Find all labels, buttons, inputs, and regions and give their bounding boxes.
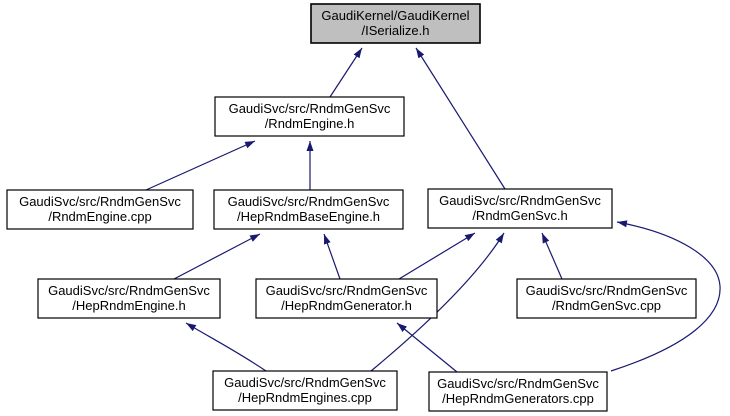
edge-heprndmgenerator-h-to-heprndmbaseengine-h <box>323 233 341 280</box>
node-heprndmengines-cpp[interactable]: GaudiSvc/src/RndmGenSvc/HepRndmEngines.c… <box>212 370 398 411</box>
node-label-rndmgensvc-cpp-line1: GaudiSvc/src/RndmGenSvc <box>526 283 688 298</box>
node-label-heprndmengine-h-line1: GaudiSvc/src/RndmGenSvc <box>48 283 210 298</box>
node-label-rndmgensvc-cpp-line2: /RndmGenSvc.cpp <box>552 298 661 313</box>
node-label-rndmengine-cpp-line1: GaudiSvc/src/RndmGenSvc <box>19 194 181 209</box>
node-label-heprndmgenerator-h-line1: GaudiSvc/src/RndmGenSvc <box>266 283 428 298</box>
node-box-rndmengine-cpp[interactable] <box>6 189 194 230</box>
edge-heprndmgenerators-cpp-to-heprndmgenerator-h <box>396 322 458 373</box>
edge-heprndmengine-h-to-heprndmbaseengine-h <box>173 233 261 280</box>
node-box-heprndmengines-cpp[interactable] <box>212 370 398 411</box>
node-label-iserialize-h-line1: GaudiKernel/GaudiKernel <box>321 8 469 23</box>
node-box-heprndmgenerator-h[interactable] <box>255 278 438 319</box>
node-label-rndmgensvc-h-line2: /RndmGenSvc.h <box>472 208 567 223</box>
node-iserialize-h[interactable]: GaudiKernel/GaudiKernel/ISerialize.h <box>310 3 481 44</box>
node-rndmengine-cpp[interactable]: GaudiSvc/src/RndmGenSvc/RndmEngine.cpp <box>6 189 194 230</box>
node-box-heprndmgenerators-cpp[interactable] <box>428 371 608 412</box>
node-label-iserialize-h-line2: /ISerialize.h <box>362 23 430 38</box>
node-box-iserialize-h[interactable] <box>310 3 481 44</box>
node-heprndmgenerator-h[interactable]: GaudiSvc/src/RndmGenSvc/HepRndmGenerator… <box>255 278 438 319</box>
node-box-rndmgensvc-cpp[interactable] <box>516 278 697 319</box>
edge-heprndmengines-cpp-to-heprndmengine-h <box>185 322 267 372</box>
node-label-heprndmgenerators-cpp-line2: /HepRndmGenerators.cpp <box>442 391 594 406</box>
node-rndmgensvc-h[interactable]: GaudiSvc/src/RndmGenSvc/RndmGenSvc.h <box>427 188 613 229</box>
node-label-heprndmengines-cpp-line1: GaudiSvc/src/RndmGenSvc <box>224 375 386 390</box>
node-label-heprndmengine-h-line2: /HepRndmEngine.h <box>72 298 185 313</box>
node-rndmgensvc-cpp[interactable]: GaudiSvc/src/RndmGenSvc/RndmGenSvc.cpp <box>516 278 697 319</box>
node-label-rndmengine-cpp-line2: /RndmEngine.cpp <box>48 209 151 224</box>
edge-heprndmgenerator-h-to-rndmgensvc-h <box>398 232 476 280</box>
edge-rndmengine-h-to-iserialize-h <box>329 47 363 98</box>
node-label-heprndmengines-cpp-line2: /HepRndmEngines.cpp <box>238 390 372 405</box>
node-label-heprndmgenerators-cpp-line1: GaudiSvc/src/RndmGenSvc <box>437 376 599 391</box>
edge-rndmgensvc-h-to-iserialize-h <box>415 47 506 190</box>
node-rndmengine-h[interactable]: GaudiSvc/src/RndmGenSvc/RndmEngine.h <box>214 96 405 137</box>
edge-rndmengine-cpp-to-rndmengine-h <box>145 140 256 191</box>
node-box-rndmgensvc-h[interactable] <box>427 188 613 229</box>
node-label-rndmgensvc-h-line1: GaudiSvc/src/RndmGenSvc <box>439 193 601 208</box>
edge-heprndmengines-cpp-to-rndmgensvc-h <box>370 232 505 372</box>
node-label-heprndmbaseengine-h-line1: GaudiSvc/src/RndmGenSvc <box>228 194 390 209</box>
node-heprndmengine-h[interactable]: GaudiSvc/src/RndmGenSvc/HepRndmEngine.h <box>37 278 221 319</box>
edge-heprndmgenerators-cpp-to-rndmgensvc-h <box>610 220 721 372</box>
node-heprndmbaseengine-h[interactable]: GaudiSvc/src/RndmGenSvc/HepRndmBaseEngin… <box>213 189 404 230</box>
node-box-heprndmbaseengine-h[interactable] <box>213 189 404 230</box>
node-label-heprndmbaseengine-h-line2: /HepRndmBaseEngine.h <box>237 209 380 224</box>
edge-rndmgensvc-cpp-to-rndmgensvc-h <box>541 232 563 280</box>
node-label-heprndmgenerator-h-line2: /HepRndmGenerator.h <box>281 298 412 313</box>
node-label-rndmengine-h-line1: GaudiSvc/src/RndmGenSvc <box>229 101 391 116</box>
node-label-rndmengine-h-line2: /RndmEngine.h <box>265 116 355 131</box>
node-heprndmgenerators-cpp[interactable]: GaudiSvc/src/RndmGenSvc/HepRndmGenerator… <box>428 371 608 412</box>
node-box-rndmengine-h[interactable] <box>214 96 405 137</box>
node-box-heprndmengine-h[interactable] <box>37 278 221 319</box>
